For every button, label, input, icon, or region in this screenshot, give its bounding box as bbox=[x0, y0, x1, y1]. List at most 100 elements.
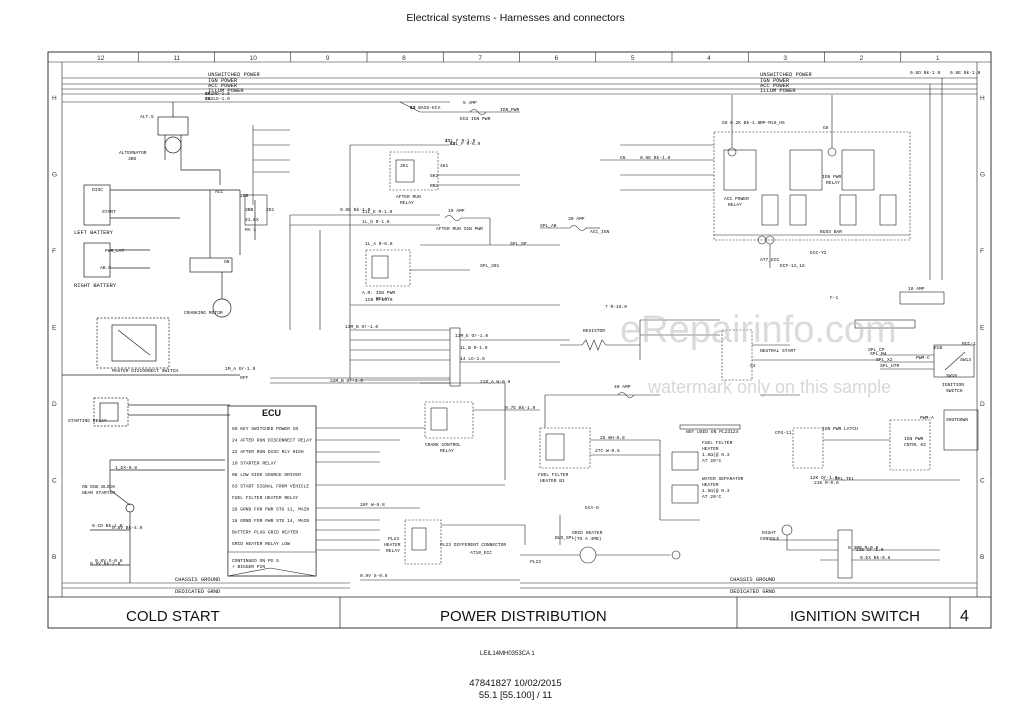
title-cold-start: COLD START bbox=[126, 608, 220, 625]
wire-label: RP-M10_HS bbox=[760, 120, 785, 126]
ecu-pin-3: 10 STARTER RELAY bbox=[232, 461, 276, 467]
wire-label: RB1 bbox=[430, 183, 439, 189]
wire-label: 13M_E Or-1.0 bbox=[455, 333, 488, 339]
diff-connector-label: PL23 DIFFERENT CONNECTOR bbox=[440, 542, 506, 548]
wire-label: ECC-Y2 bbox=[810, 250, 827, 256]
ar-ign-relay-label-2: RELAY bbox=[376, 296, 390, 302]
ruler-col-3: 3 bbox=[783, 55, 787, 62]
wire-label: 1L_A R-6.0 bbox=[365, 241, 393, 247]
ar-ign-relay-box bbox=[365, 249, 470, 287]
cranking-motor-symbol bbox=[189, 189, 256, 318]
wire-label: 2K1 bbox=[266, 207, 275, 213]
ruler-row-C-right: C bbox=[980, 477, 985, 484]
wire-label: G4 bbox=[750, 363, 756, 369]
ecu-pin-8: 18 GRND FOR PWR STG 14, MAIN bbox=[232, 518, 309, 524]
resistor-label: RESISTOR bbox=[583, 328, 605, 334]
wire-label: RK1 bbox=[205, 91, 214, 97]
middle-wiring bbox=[244, 125, 570, 581]
rail-label-ign: IGN POWER bbox=[208, 78, 238, 84]
master-disconnect-label: MASTER DISCONNECT SWITCH bbox=[112, 368, 178, 374]
ecu-pin-10: GRID HEATER RELAY LOW bbox=[232, 541, 290, 547]
ecu-title: ECU bbox=[262, 408, 281, 418]
ruler-row-E-right: E bbox=[980, 325, 985, 332]
wire-label: SPL_AB bbox=[540, 223, 557, 229]
wire-label: PWM-A bbox=[920, 415, 934, 421]
engine-block-ground bbox=[90, 459, 225, 583]
ruler-row-G-left: G bbox=[52, 172, 57, 179]
ruler-row-F-right: F bbox=[980, 248, 984, 255]
ruler-row-H-right: H bbox=[980, 95, 985, 102]
grid-heater-label-2: (TO A 4MB) bbox=[574, 536, 602, 542]
wire-label: SPL_TEL bbox=[835, 476, 855, 482]
rail-label-ign-right: IGN POWER bbox=[760, 78, 790, 84]
after-run-relay-box bbox=[389, 151, 520, 191]
wire-label: AB.F bbox=[100, 265, 111, 271]
ruler-col-6: 6 bbox=[555, 55, 559, 62]
wire-label: 22M_B Or-1.0 bbox=[330, 378, 363, 384]
ecu-block bbox=[227, 405, 317, 577]
fuse-10a-label: 10 AMP bbox=[448, 208, 465, 214]
ignition-switch-box bbox=[854, 291, 975, 378]
rail-label-acc-right: ACC POWER bbox=[760, 83, 790, 89]
grid-heater-label-1: GRID HEATER bbox=[572, 530, 603, 536]
fuse-30a-label: 30 AMP bbox=[568, 216, 585, 222]
wire-label: SPL_SP bbox=[510, 241, 527, 247]
ruler-row-F-left: F bbox=[52, 248, 56, 255]
wire-label: 14 RD-1.0 bbox=[205, 91, 230, 97]
acc-power-relay-1: ACC POWER bbox=[724, 196, 749, 202]
power-rails bbox=[62, 77, 977, 589]
ecu-pin-1: 24 AFTER RUN DISCONNECT RELAY bbox=[232, 438, 312, 444]
ruler-col-4: 4 bbox=[707, 55, 711, 62]
right-console-label-1: RIGHT bbox=[762, 530, 776, 536]
wire-label: 0.9V Bk-2.0 bbox=[90, 561, 121, 567]
crank-control-relay-box bbox=[424, 401, 540, 439]
master-disconnect-box bbox=[62, 317, 240, 376]
ign-pwr-relay-2: RELAY bbox=[826, 180, 840, 186]
water-separator-2: HEATER bbox=[702, 482, 719, 488]
wire-label: 7 R-19.0 bbox=[605, 304, 627, 310]
wire-label: 1V BASS-ECA bbox=[410, 105, 441, 111]
wire-label: 41.EX bbox=[245, 217, 259, 223]
wire-label: 1CB R-19.0 bbox=[365, 297, 393, 303]
ignition-switch-label-2: SWITCH bbox=[946, 388, 963, 394]
watermark-brand: eRepairinfo.com bbox=[620, 309, 897, 351]
rail-label-acc: ACC POWER bbox=[208, 83, 238, 89]
grid-heater-symbol bbox=[520, 515, 681, 564]
wire-label: 21K R-0.8 bbox=[814, 480, 839, 486]
wire-label: 1_EX-0.8 bbox=[115, 465, 137, 471]
not-used-label: NOT USED ON PL23124 bbox=[686, 429, 739, 435]
ign-pwr-relay-1: IGN PWR bbox=[822, 174, 842, 180]
ecu-continued-2: + BIGGER PIN bbox=[232, 564, 265, 570]
wire-label: IGN_PWR bbox=[500, 107, 520, 113]
wire-label: 27C W-0.8 bbox=[595, 448, 620, 454]
bus-bar-label: BUSS BAR bbox=[820, 229, 842, 235]
wire-label: SPL_CP bbox=[868, 347, 885, 353]
ruler-col-2: 2 bbox=[860, 55, 864, 62]
ecu-pin-4: 08 LOW SIDE SOURCE DRIVER bbox=[232, 472, 301, 478]
ign-pwr-latch-label: IGN PWR LATCH bbox=[822, 426, 858, 432]
wire-label: PWM-C bbox=[916, 355, 930, 361]
wire-label: 12K Or-1.0 bbox=[810, 475, 838, 481]
wire-label: 3K1 bbox=[400, 163, 409, 169]
fuel-filter-heater2-3: 1.5Ω(@ 0.3 bbox=[702, 452, 730, 458]
ruler-row-E-left: E bbox=[52, 325, 57, 332]
ign-pwr-cntrl-1: IGN PWR bbox=[904, 436, 924, 442]
wire-label: 0.6E Bk-1.0 bbox=[640, 155, 671, 161]
on-eng-block-label-1: ON ENG BLOCK bbox=[82, 484, 115, 490]
wire-label: 0.7E Bk-1.0 bbox=[505, 405, 536, 411]
fuse-40a-label: 40 AMP bbox=[614, 384, 631, 390]
wire-label: 25 WH-0.8 bbox=[600, 435, 625, 441]
wire-label: 0.2K Bk-1.0 bbox=[730, 120, 761, 126]
wire-label: 0.8V Bk-4.0 bbox=[112, 525, 143, 531]
fuse-relay-panel bbox=[600, 78, 943, 280]
ground-label-chassis-right: CHASSIS GROUND bbox=[730, 577, 775, 583]
wire-label: AT10_ECC bbox=[470, 550, 492, 556]
starting-relay-label: STARTING RELAY bbox=[68, 418, 107, 424]
wire-label: 0.8E Bk-1.0 bbox=[950, 70, 981, 76]
alternator-id: ALT.5 bbox=[140, 114, 154, 120]
ar-ign-relay-label-1: A.R. IGN PWR bbox=[362, 290, 395, 296]
ruler-row-C-left: C bbox=[52, 477, 57, 484]
ruler-col-8: 8 bbox=[402, 55, 406, 62]
